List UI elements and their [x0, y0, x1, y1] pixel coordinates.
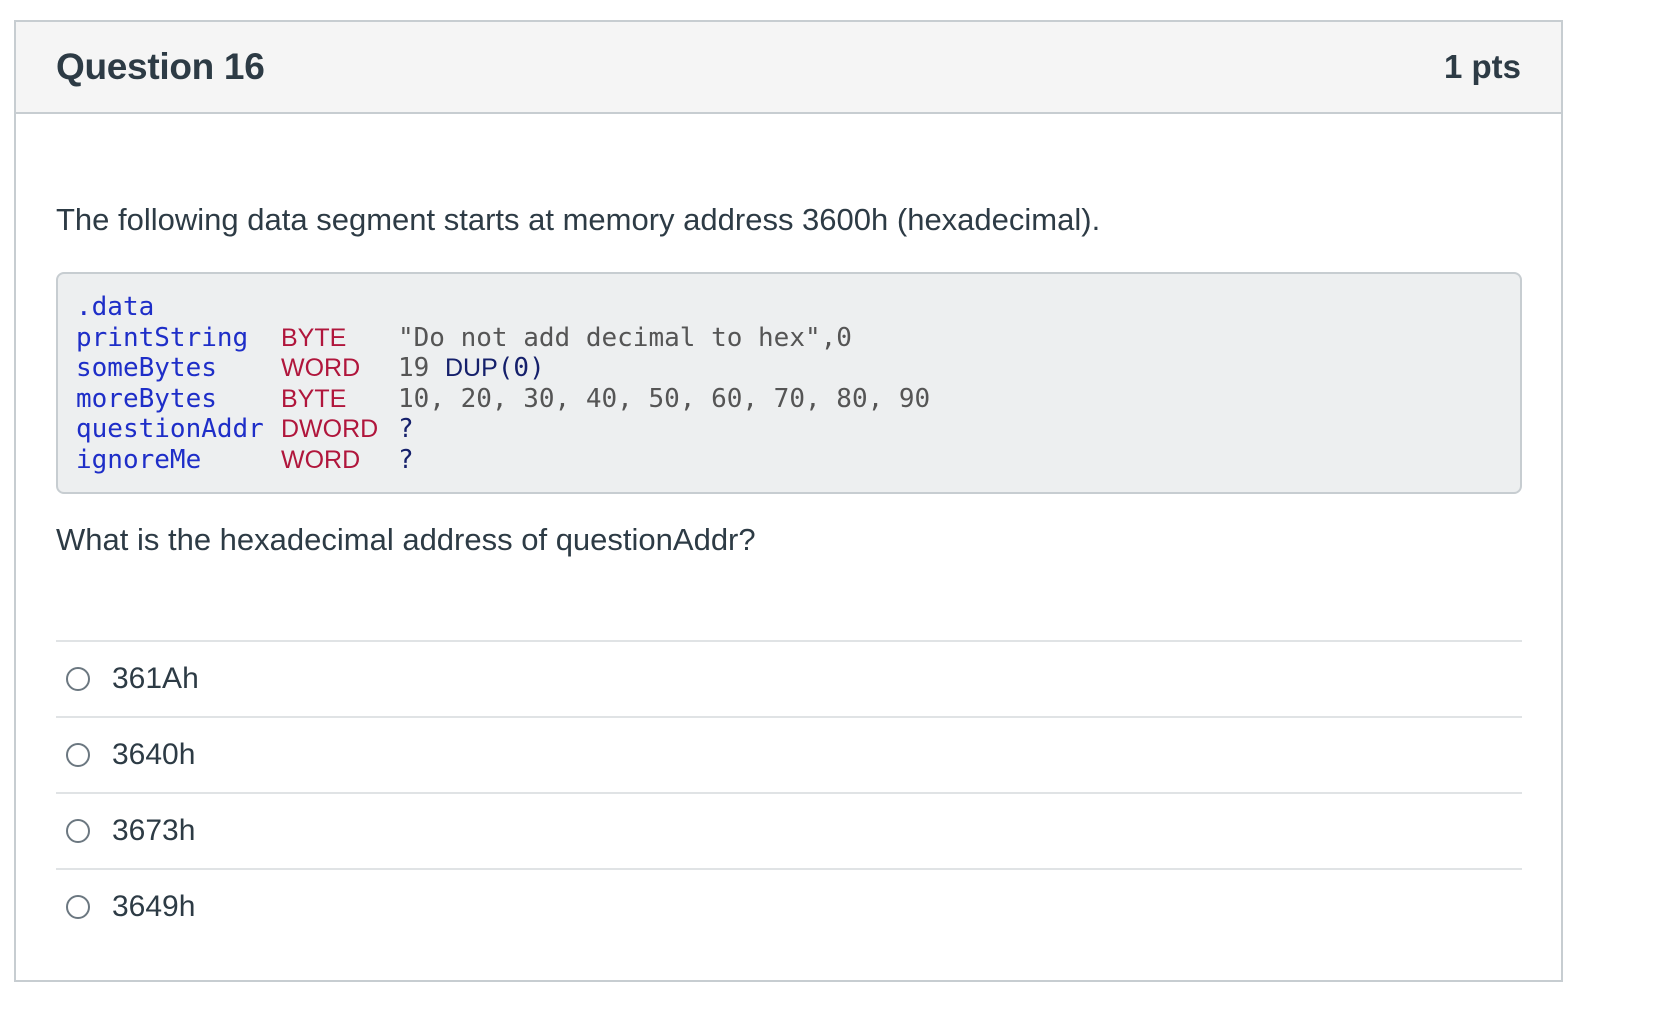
code-value: ? [398, 414, 414, 444]
question-prompt: The following data segment starts at mem… [56, 202, 1101, 237]
code-line: questionAddr DWORD? [76, 414, 1520, 445]
code-value: ? [398, 444, 414, 475]
code-identifier: someBytes [76, 353, 217, 383]
code-value: 19 [398, 353, 445, 383]
code-line: someBytes WORD 19 DUP(0) [76, 353, 1520, 384]
code-type: BYTE [281, 323, 347, 352]
code-value: 10, 20, 30, 40, 50, 60, 70, 80, 90 [398, 383, 931, 414]
code-identifier: printString [76, 322, 249, 353]
code-keyword: DUP [444, 354, 498, 382]
code-directive: .data [76, 292, 155, 322]
code-type: BYTE [281, 384, 347, 413]
code-line: ignoreMe WORD? [76, 445, 1520, 476]
code-type: WORD [281, 445, 361, 474]
code-line: moreBytes BYTE 10, 20, 30, 40, 50, 60, 70,… [76, 384, 1520, 415]
question-header: Question 16 1 pts [16, 22, 1561, 114]
code-identifier: questionAddr [76, 414, 264, 444]
code-directive-line: .data [76, 292, 1520, 323]
code-value: (0) [497, 353, 545, 383]
answer-label[interactable]: 3640h [112, 738, 196, 771]
code-value: "Do not add decimal to hex",0 [398, 322, 852, 353]
code-identifier: moreBytes [76, 383, 217, 414]
answer-option[interactable]: 361Ah [56, 640, 1522, 716]
answer-label[interactable]: 3673h [112, 814, 196, 847]
question-points: 1 pts [1443, 48, 1521, 85]
radio-button[interactable] [66, 743, 90, 767]
question-card: Question 16 1 pts The following data seg… [14, 20, 1563, 982]
answer-option[interactable]: 3649h [56, 868, 1522, 944]
radio-button[interactable] [66, 895, 90, 919]
radio-button[interactable] [66, 667, 90, 691]
answer-option[interactable]: 3640h [56, 716, 1522, 792]
radio-button[interactable] [66, 819, 90, 843]
answer-label[interactable]: 3649h [112, 890, 196, 923]
answer-list: 361Ah 3640h 3673h 3649h [56, 640, 1522, 944]
code-line: printString BYTE "Do not add decimal to he… [76, 323, 1520, 354]
answer-label[interactable]: 361Ah [112, 662, 199, 695]
code-type: WORD [281, 354, 361, 382]
question-text: What is the hexadecimal address of quest… [56, 522, 756, 557]
answer-option[interactable]: 3673h [56, 792, 1522, 868]
code-type: DWORD [281, 415, 379, 443]
question-title: Question 16 [56, 46, 265, 87]
code-identifier: ignoreMe [76, 444, 202, 475]
